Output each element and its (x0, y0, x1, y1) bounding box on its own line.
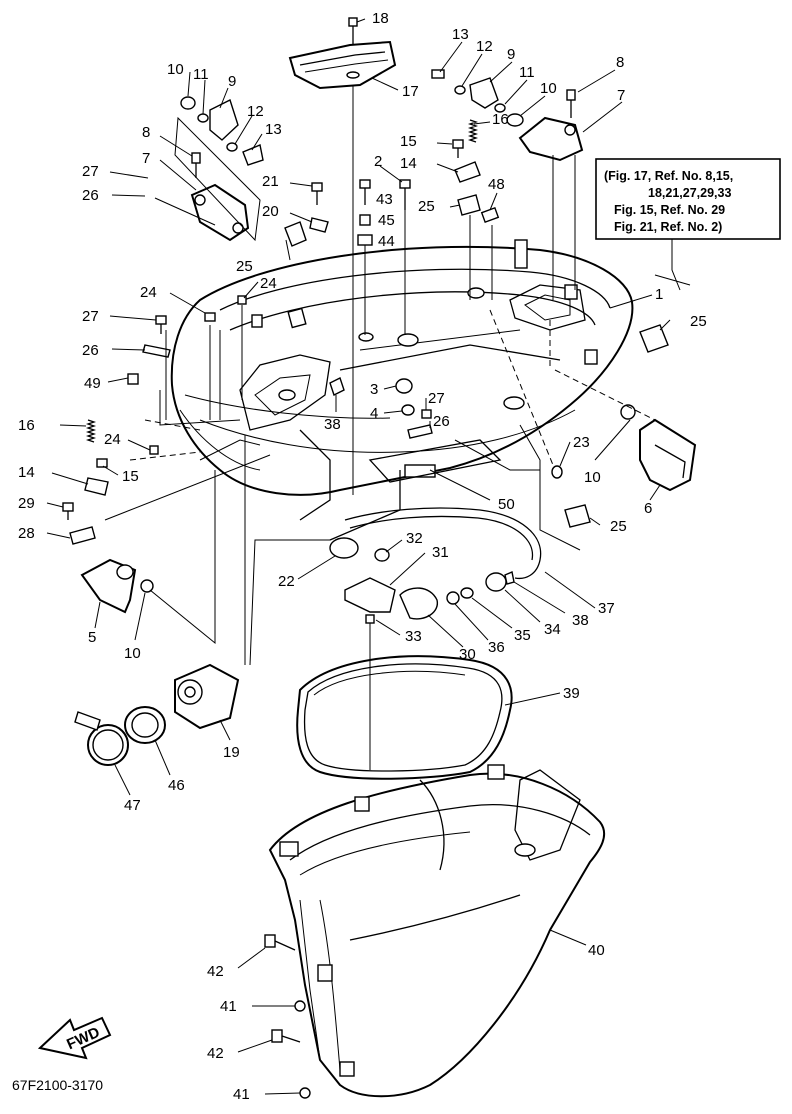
part-label-l34: 34 (544, 621, 561, 638)
part-label-l19: 19 (223, 744, 240, 761)
part-label-l32: 32 (406, 530, 423, 547)
part-label-l14a: 14 (400, 155, 417, 172)
part-label-l16b: 16 (18, 417, 35, 434)
side-latch-6 (620, 404, 697, 492)
part-label-l28: 28 (18, 525, 35, 542)
part-label-l41b: 41 (233, 1086, 250, 1103)
part-label-l26b: 26 (82, 342, 99, 359)
part-label-l5: 5 (88, 629, 96, 646)
part-label-l7a: 7 (617, 87, 625, 104)
lower-cowling (268, 764, 606, 1098)
hose-and-fittings (329, 507, 542, 770)
part-label-l25a: 25 (418, 198, 435, 215)
small-hardware (62, 119, 669, 1099)
part-label-l38a: 38 (324, 416, 341, 433)
part-label-l2: 2 (374, 153, 382, 170)
part-label-l31: 31 (432, 544, 449, 561)
part-label-l15b: 15 (122, 468, 139, 485)
part-label-l47: 47 (124, 797, 141, 814)
part-label-l22: 22 (278, 573, 295, 590)
part-label-l11b: 11 (193, 66, 209, 83)
part-label-l25d: 25 (610, 518, 627, 535)
part-label-l9a: 9 (507, 46, 515, 63)
part-label-l6: 6 (644, 500, 652, 517)
part-label-l12a: 12 (476, 38, 493, 55)
part-label-l21: 21 (262, 173, 279, 190)
part-label-l23: 23 (573, 434, 590, 451)
part-label-l44: 44 (378, 233, 395, 250)
part-label-l14b: 14 (18, 464, 35, 481)
part-label-l18: 18 (372, 10, 389, 27)
right-latch-assembly (431, 69, 584, 300)
part-label-l33: 33 (405, 628, 422, 645)
diagram-code: 67F2100-3170 (12, 1077, 103, 1093)
part-label-l38b: 38 (572, 612, 589, 629)
part-label-l48: 48 (488, 176, 505, 193)
fwd-arrow: FWD (37, 1016, 112, 1060)
part-label-l1: 1 (655, 286, 663, 303)
part-label-l39: 39 (563, 685, 580, 702)
part-label-l43: 43 (376, 191, 393, 208)
part-label-l30: 30 (459, 646, 476, 663)
part-label-l36: 36 (488, 639, 505, 656)
left-latch-assembly (174, 96, 264, 242)
part-label-l8a: 8 (616, 54, 624, 71)
part-label-l10b: 10 (167, 61, 184, 78)
part-label-l16a: 16 (492, 111, 509, 128)
dashed-guides (129, 309, 656, 466)
part-label-l37: 37 (598, 600, 615, 617)
part-label-l10d: 10 (124, 645, 141, 662)
part-label-l8b: 8 (142, 124, 150, 141)
part-label-l13b: 13 (265, 121, 282, 138)
part-label-l41a: 41 (220, 998, 237, 1015)
part-label-l12b: 12 (247, 103, 264, 120)
part-label-l24b: 24 (260, 275, 277, 292)
part-label-l42a: 42 (207, 963, 224, 980)
part-label-l25b: 25 (236, 258, 253, 275)
part-label-l13a: 13 (452, 26, 469, 43)
note-line-4: Fig. 21, Ref. No. 2) (614, 220, 722, 234)
cowling-seal (296, 655, 513, 780)
part-label-l10a: 10 (540, 80, 557, 97)
part-label-l20: 20 (262, 203, 279, 220)
part-label-l3: 3 (370, 381, 378, 398)
note-line-3: Fig. 15, Ref. No. 29 (614, 203, 725, 217)
part-label-l27b: 27 (82, 308, 99, 325)
part-label-l25c: 25 (690, 313, 707, 330)
reference-note-box: (Fig. 17, Ref. No. 8,15, 18,21,27,29,33 … (595, 158, 781, 291)
part-label-l35: 35 (514, 627, 531, 644)
part-label-l50: 50 (498, 496, 515, 513)
part-label-l29: 29 (18, 495, 35, 512)
part-label-l49: 49 (84, 375, 101, 392)
leader-lines (46, 18, 671, 1095)
part-label-l7b: 7 (142, 150, 150, 167)
bottom-cowling (170, 239, 634, 541)
part-label-l26a: 26 (82, 187, 99, 204)
part-label-l11a: 11 (519, 64, 535, 81)
note-line-1: (Fig. 17, Ref. No. 8,15, (604, 169, 733, 183)
part-labels: 18 17 13 12 9 11 10 8 7 16 15 14 10 11 9… (18, 10, 707, 1103)
part-label-l26c: 26 (433, 413, 450, 430)
part-label-l9b: 9 (228, 73, 236, 90)
front-latch-assembly (74, 558, 240, 766)
note-line-2: 18,21,27,29,33 (648, 186, 731, 200)
part-label-l10c: 10 (584, 469, 601, 486)
part-label-l40: 40 (588, 942, 605, 959)
part-label-l46: 46 (168, 777, 185, 794)
part-label-l27c: 27 (428, 390, 445, 407)
part-label-l45: 45 (378, 212, 395, 229)
part-label-l17: 17 (402, 83, 419, 100)
part-label-l24c: 24 (104, 431, 121, 448)
part-label-l4: 4 (370, 405, 378, 422)
part-label-l42b: 42 (207, 1045, 224, 1062)
part-label-l27a: 27 (82, 163, 99, 180)
top-bracket-17 (288, 17, 397, 495)
part-label-l24a: 24 (140, 284, 157, 301)
part-label-l15a: 15 (400, 133, 417, 150)
assembly-guides (104, 390, 581, 666)
